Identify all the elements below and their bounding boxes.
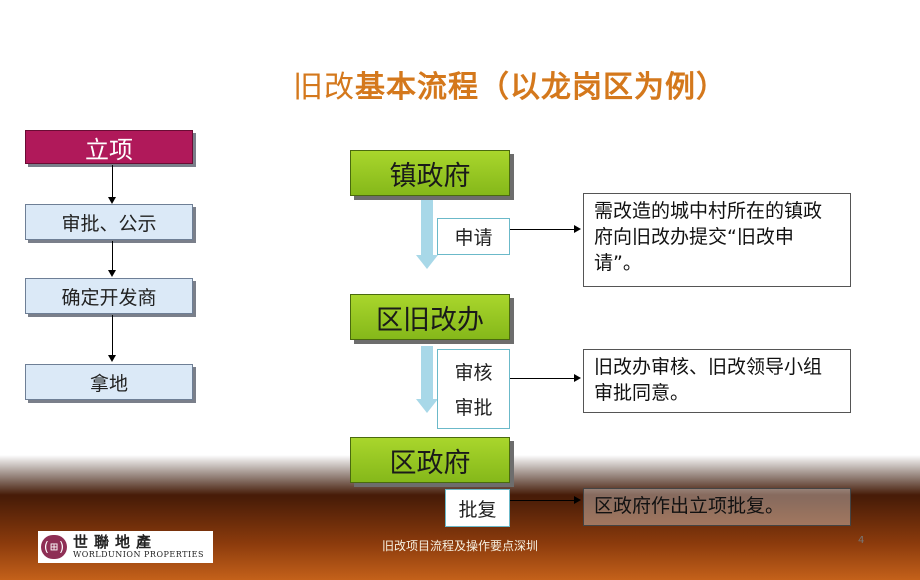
left-step-developer: 确定开发商 [25, 278, 193, 314]
connector-review [510, 378, 575, 379]
node-district-renewal-office: 区旧改办 [350, 294, 510, 340]
left-connector-1 [112, 165, 113, 198]
arrow-review [574, 374, 581, 382]
page-title: 旧改基本流程（以龙岗区为例） [230, 62, 790, 106]
footer-caption: 旧改项目流程及操作要点深圳 [381, 539, 538, 553]
title-normal: 旧改 [293, 70, 355, 105]
node-town-government: 镇政府 [350, 150, 510, 196]
desc-reply: 区政府作出立项批复。 [583, 488, 851, 526]
left-arrow-3 [108, 355, 116, 362]
desc-apply: 需改造的城中村所在的镇政府向旧改办提交“旧改申请”。 [583, 193, 851, 287]
logo-mark-icon: (⊞) [41, 535, 67, 559]
flow-arrow-shaft-2 [421, 346, 433, 400]
desc-review: 旧改办审核、旧改领导小组审批同意。 [583, 349, 851, 413]
left-step-land: 拿地 [25, 364, 193, 400]
action-review: 审核 [454, 362, 493, 384]
logo-text: 世聯地產 WORLDUNION PROPERTIES [73, 532, 204, 559]
company-logo: (⊞) 世聯地產 WORLDUNION PROPERTIES [38, 531, 213, 563]
flow-arrow-head-1 [416, 255, 438, 269]
left-connector-3 [112, 315, 113, 356]
left-arrow-1 [108, 197, 116, 204]
action-review-approve: 审核 审批 [437, 349, 510, 429]
arrow-apply [574, 225, 581, 233]
action-reply: 批复 [445, 489, 510, 527]
start-box-lixiang: 立项 [25, 130, 193, 164]
logo-english: WORLDUNION PROPERTIES [73, 549, 204, 559]
title-bold: 基本流程（以龙岗区为例） [355, 70, 727, 105]
page-number: 4 [858, 535, 865, 546]
node-district-government: 区政府 [350, 437, 510, 483]
connector-apply [510, 229, 575, 230]
logo-chinese: 世聯地產 [73, 532, 158, 551]
connector-reply [510, 500, 575, 501]
left-arrow-2 [108, 270, 116, 277]
left-connector-2 [112, 241, 113, 271]
action-apply: 申请 [437, 218, 510, 255]
arrow-reply [574, 496, 581, 504]
left-step-approval: 审批、公示 [25, 204, 193, 240]
flow-arrow-shaft-1 [421, 200, 433, 256]
action-approve: 审批 [454, 397, 493, 419]
flow-arrow-head-2 [416, 399, 438, 413]
